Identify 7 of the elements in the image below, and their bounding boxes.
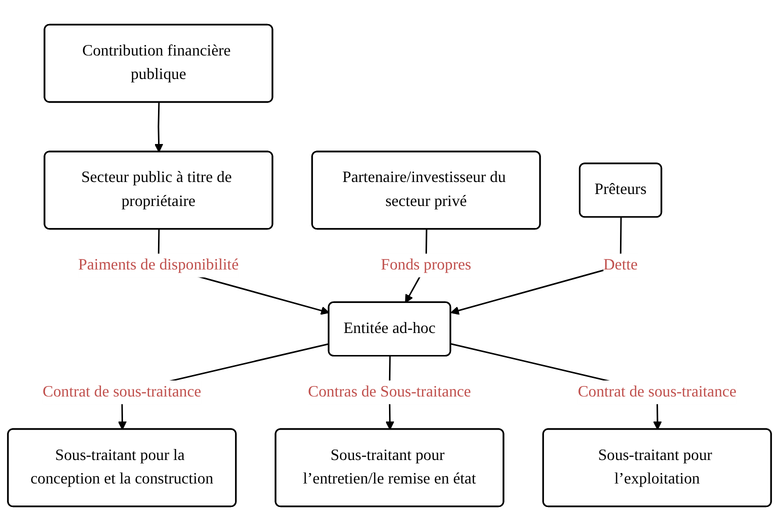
edge-label: Paiments de disponibilité bbox=[78, 256, 239, 274]
arrow bbox=[154, 102, 164, 152]
edge-label: Contrat de sous-traitance bbox=[578, 383, 736, 400]
edge-label: Contrat de sous-traitance bbox=[42, 383, 202, 400]
edge-label: Fonds propres bbox=[380, 256, 472, 274]
edge-label: Dette bbox=[603, 256, 638, 274]
edge-label: Contras de Sous-traitance bbox=[308, 383, 471, 400]
